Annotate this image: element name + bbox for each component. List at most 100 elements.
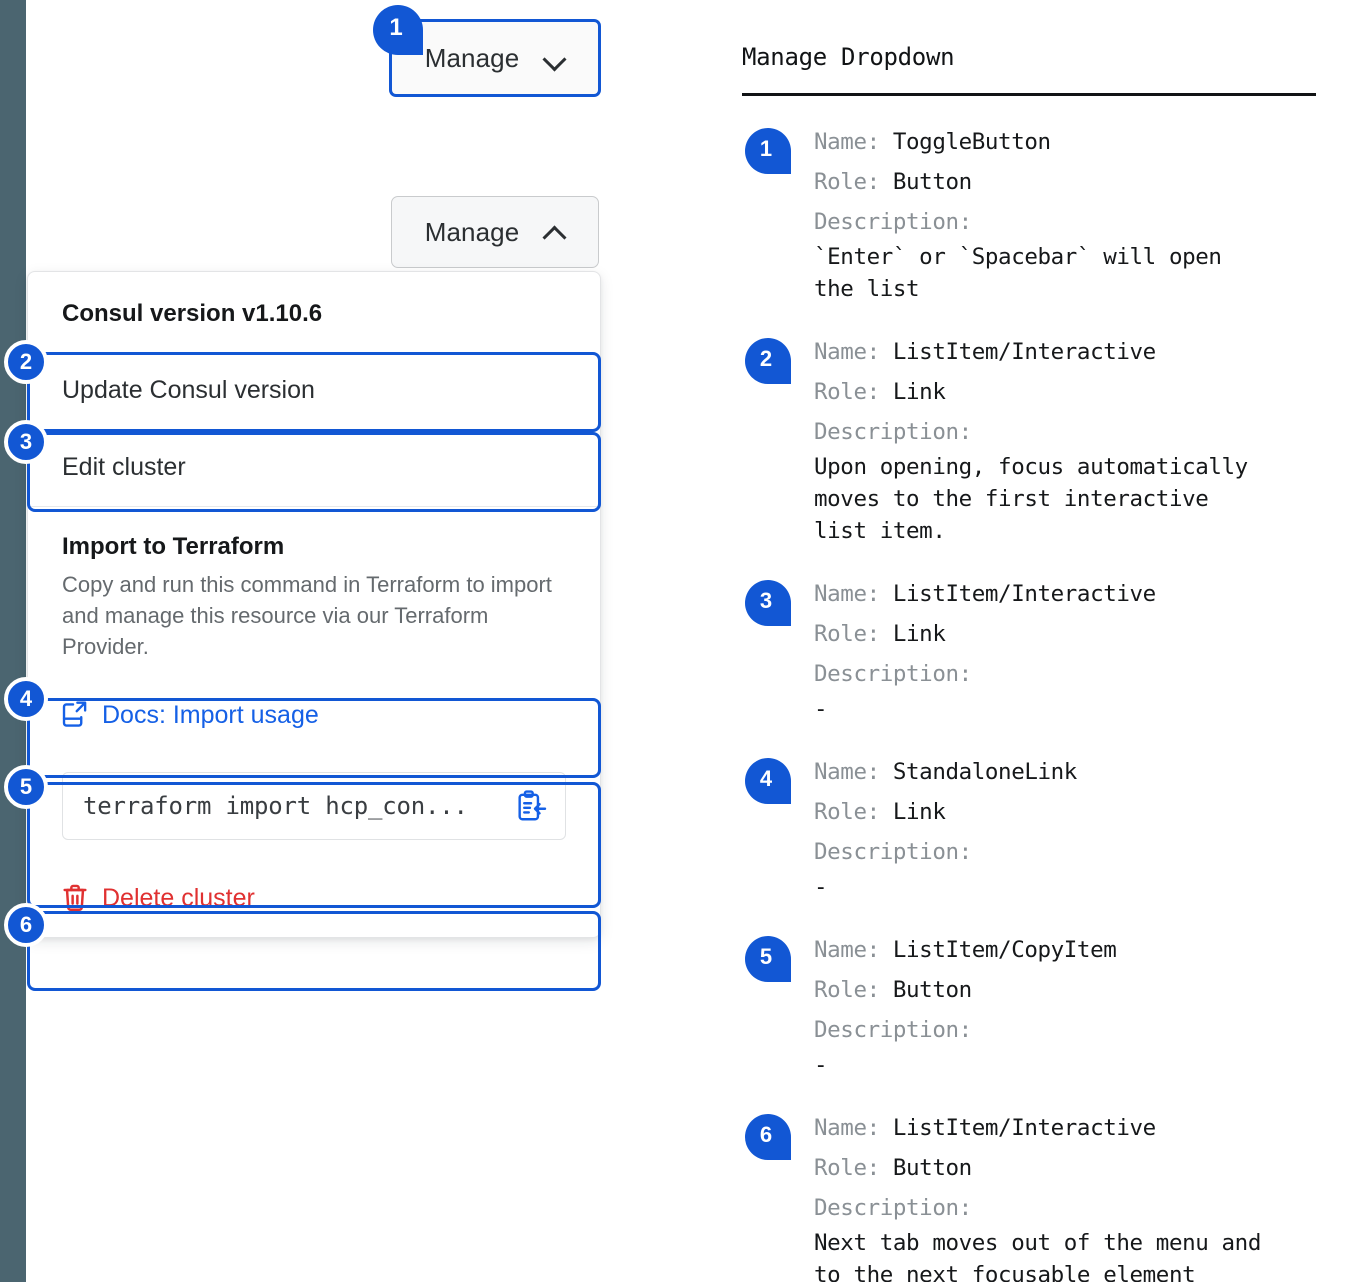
note-badge-number: 1	[759, 136, 773, 161]
note-name-label: Name:	[814, 937, 893, 964]
menu-item-update-label: Update Consul version	[62, 376, 315, 404]
note-role: Role: Link	[814, 792, 1077, 832]
menu-item-delete-cluster[interactable]: Delete cluster	[28, 860, 600, 937]
menu-item-edit-label: Edit cluster	[62, 453, 186, 481]
note-name-label: Name:	[814, 129, 893, 155]
left-sidebar-rail	[0, 0, 26, 1282]
callout-badge-3: 3	[4, 420, 48, 464]
note-name: Name: ListItem/Interactive	[814, 332, 1248, 372]
note-role-label: Role:	[814, 799, 893, 826]
note-role: Role: Button	[814, 162, 1222, 202]
note-badge-number: 2	[759, 346, 773, 372]
import-terraform-heading: Import to Terraform	[62, 533, 285, 560]
note-role-value: Button	[892, 977, 972, 1004]
callout-badge-1: 1	[373, 5, 423, 55]
note-badge-number: 6	[759, 1122, 773, 1148]
note-description-value: -	[814, 1052, 828, 1079]
menu-item-update-consul-version[interactable]: Update Consul version	[28, 352, 600, 429]
note-badge-5: 5	[745, 936, 791, 983]
note-name: Name: ListItem/Interactive	[814, 574, 1156, 614]
note-description-label: Description:	[814, 419, 972, 446]
notes-title: Manage Dropdown	[742, 43, 955, 71]
note-badge-6: 6	[745, 1114, 791, 1161]
terraform-copy-box[interactable]: terraform import hcp_con...	[62, 771, 566, 840]
callout-badge-6: 6	[4, 903, 48, 947]
note-role: Role: Button	[814, 970, 1116, 1010]
terraform-command-text: terraform import hcp_con...	[83, 791, 468, 820]
note-badge-2: 2	[745, 338, 791, 385]
note-badge-1: 1	[745, 128, 791, 174]
note-role: Role: Link	[814, 372, 1248, 412]
note-name-label: Name:	[814, 759, 893, 786]
note-badge-number: 5	[759, 944, 773, 970]
note-name-value: ListItem/Interactive	[892, 1115, 1156, 1142]
note-name: Name: StandaloneLink	[814, 752, 1077, 792]
note-role-value: Link	[892, 379, 946, 406]
clipboard-copy-icon[interactable]	[517, 790, 547, 822]
note-role-label: Role:	[814, 1155, 893, 1182]
component-demo-pane: Manage 1 Manage Consul version v1.10.6 U…	[4, 0, 706, 1282]
consul-version-heading: Consul version v1.10.6	[62, 300, 323, 327]
note-name-label: Name:	[814, 339, 893, 366]
manage-button-label: Manage	[424, 43, 520, 73]
note-name: Name: ListItem/CopyItem	[814, 930, 1117, 970]
note-name: Name: ToggleButton	[814, 122, 1222, 162]
note-name-value: StandaloneLink	[892, 759, 1077, 786]
note-role-label: Role:	[814, 621, 893, 648]
note-name-value: ListItem/Interactive	[892, 580, 1156, 607]
import-terraform-description: Copy and run this command in Terraform t…	[62, 572, 552, 660]
note-badge-3: 3	[745, 579, 791, 626]
note-badge-number: 3	[759, 587, 773, 613]
note-description-label: Description:	[814, 209, 972, 236]
note-name-label: Name:	[814, 1115, 893, 1142]
trash-icon	[62, 884, 88, 912]
note-name-value: ListItem/CopyItem	[892, 937, 1117, 964]
note-description-label: Description:	[814, 839, 972, 866]
manage-button-label-expanded: Manage	[424, 217, 520, 247]
external-link-doc-icon	[62, 701, 88, 729]
note-badge-4: 4	[745, 758, 791, 805]
note-description-value: Next tab moves out of the menu and to th…	[814, 1230, 1261, 1282]
note-role-label: Role:	[814, 169, 893, 196]
manage-toggle-button-expanded[interactable]: Manage	[391, 196, 599, 268]
note-role-value: Button	[892, 1155, 972, 1182]
manage-dropdown-panel: Consul version v1.10.6 Update Consul ver…	[27, 271, 601, 938]
callout-badge-5: 5	[4, 765, 48, 809]
menu-item-docs-import-usage[interactable]: Docs: Import usage	[28, 677, 600, 754]
menu-item-edit-cluster[interactable]: Edit cluster	[28, 429, 600, 506]
callout-badge-4: 4	[4, 677, 48, 721]
menu-divider	[28, 506, 600, 507]
docs-link-label: Docs: Import usage	[102, 700, 319, 729]
note-description-label: Description:	[814, 1017, 972, 1044]
notes-divider	[742, 93, 1316, 96]
note-badge-number: 4	[759, 766, 773, 792]
note-role-label: Role:	[814, 977, 893, 1004]
note-description-value: -	[814, 874, 828, 901]
note-description-value: -	[814, 696, 828, 723]
note-description-label: Description:	[814, 1195, 972, 1222]
note-role-value: Link	[892, 799, 946, 826]
note-description-value: `Enter` or `Spacebar` will open the list	[814, 244, 1222, 303]
note-role-value: Button	[892, 169, 972, 196]
chevron-down-icon	[545, 48, 565, 68]
note-name-value: ToggleButton	[892, 129, 1051, 155]
callout-badge-2: 2	[4, 340, 48, 384]
delete-cluster-label: Delete cluster	[102, 883, 255, 912]
terraform-copy-row: terraform import hcp_con...	[28, 754, 600, 860]
manage-toggle-button-collapsed[interactable]: Manage	[389, 19, 601, 97]
chevron-up-icon	[545, 222, 565, 242]
note-description-label: Description:	[814, 661, 972, 688]
note-name-value: ListItem/Interactive	[892, 339, 1156, 366]
